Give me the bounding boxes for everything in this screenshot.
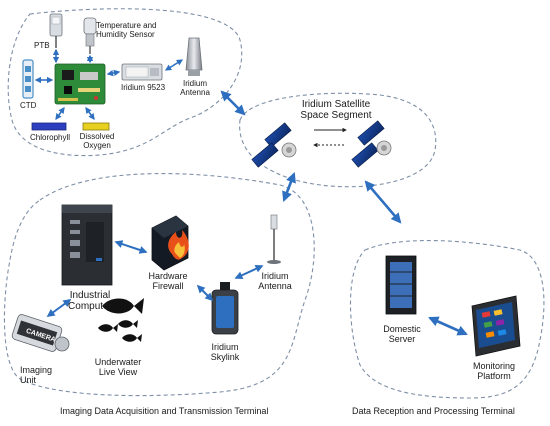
ctd-label: CTD	[20, 101, 37, 110]
industrial-computer-icon	[61, 204, 113, 286]
ptb-label: PTB	[34, 41, 50, 50]
iridium-skylink-label: Iridium Skylink	[210, 342, 240, 362]
chlorophyll-sensor-icon	[31, 122, 67, 131]
imaging-unit-label: Imaging Unit	[20, 365, 53, 385]
reception-region-border	[349, 239, 545, 399]
iridium-antenna-icon	[185, 37, 203, 76]
dissolved-oxygen-label: Dissolved Oxygen	[79, 132, 115, 150]
underwater-live-view-fish-icon	[98, 298, 144, 342]
satellite-segment-title: Iridium Satellite Space Segment	[300, 99, 372, 121]
iridium-9523-label: Iridium 9523	[121, 83, 166, 92]
iridium-skylink-icon	[211, 282, 239, 335]
camera-housing-icon	[11, 314, 70, 352]
ctd-sensor-icon	[22, 59, 34, 99]
satellite-left-icon	[251, 122, 297, 168]
temperature-humidity-sensor-icon	[83, 17, 97, 54]
domestic-server-icon	[385, 255, 417, 315]
monitoring-platform-label: Monitoring Platform	[472, 361, 516, 381]
temperature-humidity-label: Temperature and Humidity Sensor	[96, 21, 157, 39]
satellite-right-icon	[351, 120, 392, 168]
underwater-live-view-label: Underwater Live View	[94, 357, 142, 377]
iridium-9523-modem-icon	[121, 63, 163, 81]
monitoring-platform-icon	[471, 295, 521, 357]
hardware-firewall-label: Hardware Firewall	[148, 271, 188, 291]
chlorophyll-label: Chlorophyll	[30, 133, 71, 142]
imaging-terminal-caption: Imaging Data Acquisition and Transmissio…	[60, 406, 269, 416]
industrial-computer-label: Industrial Computer	[68, 290, 112, 312]
imaging-region-border	[3, 173, 315, 397]
data-logger-board-icon	[54, 63, 106, 105]
ptb-sensor-icon	[49, 13, 63, 48]
iridium-antenna-mast-icon	[267, 214, 281, 264]
domestic-server-label: Domestic Server	[383, 324, 421, 344]
hardware-firewall-icon	[151, 215, 189, 271]
sensor-region-border	[7, 8, 243, 157]
dissolved-oxygen-sensor-icon	[82, 122, 110, 131]
iridium-antenna-top-label: Iridium Antenna	[180, 79, 210, 97]
reception-terminal-caption: Data Reception and Processing Terminal	[352, 406, 515, 416]
iridium-antenna-label: Iridium Antenna	[258, 271, 292, 291]
